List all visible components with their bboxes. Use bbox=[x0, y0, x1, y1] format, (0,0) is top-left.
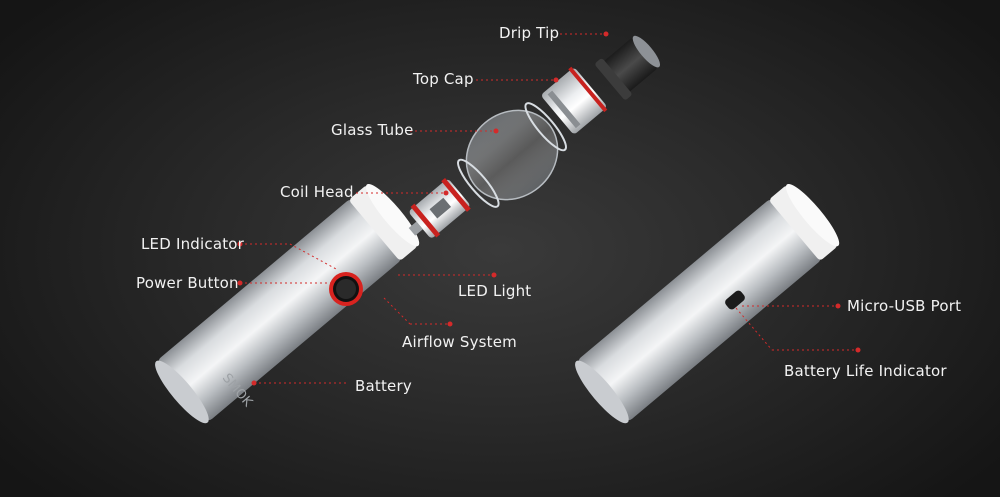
drip-tip-graphic bbox=[595, 35, 661, 100]
label-coil-head: Coil Head bbox=[280, 183, 354, 201]
glass-tube-graphic bbox=[457, 102, 567, 208]
leader-dots bbox=[237, 31, 861, 386]
micro-usb-port-graphic bbox=[725, 290, 745, 310]
label-glass-tube: Glass Tube bbox=[331, 121, 414, 139]
power-button-graphic bbox=[329, 272, 363, 306]
label-battery-life-indicator: Battery Life Indicator bbox=[784, 362, 947, 380]
label-led-light: LED Light bbox=[458, 282, 532, 300]
label-power-button: Power Button bbox=[136, 274, 239, 292]
coil-head-graphic bbox=[408, 177, 471, 238]
label-micro-usb-port: Micro-USB Port bbox=[847, 297, 962, 315]
top-cap-graphic bbox=[542, 66, 608, 134]
label-top-cap: Top Cap bbox=[413, 70, 474, 88]
leader-lines bbox=[240, 33, 858, 384]
label-drip-tip: Drip Tip bbox=[499, 24, 560, 42]
label-led-indicator: LED Indicator bbox=[141, 235, 245, 253]
battery-left bbox=[155, 183, 420, 424]
battery-right bbox=[575, 183, 840, 424]
label-battery: Battery bbox=[355, 377, 412, 395]
label-airflow-system: Airflow System bbox=[402, 333, 517, 351]
